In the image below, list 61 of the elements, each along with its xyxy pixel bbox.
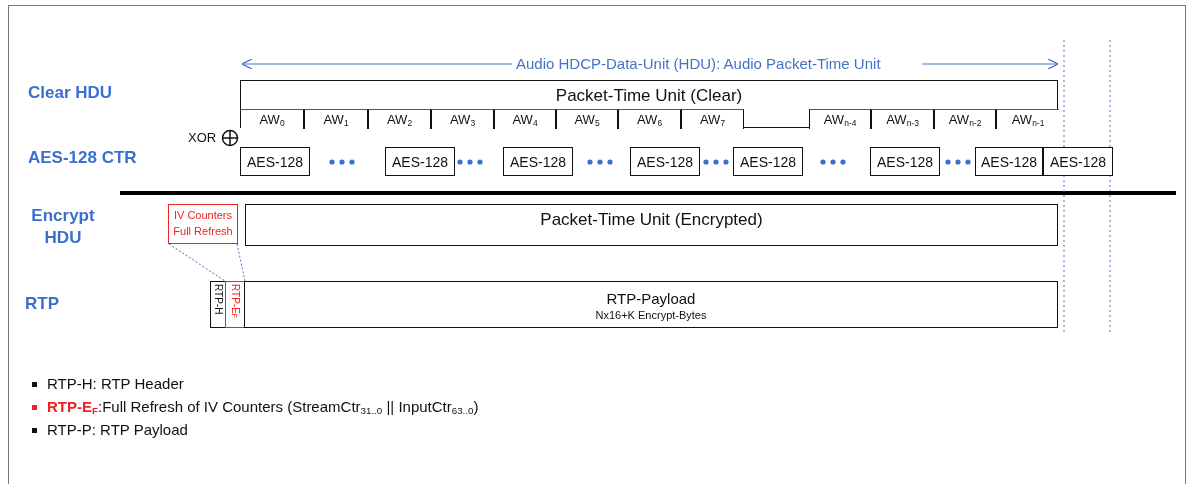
box-label: AW$_{7}$ [699, 111, 726, 128]
box-label: AES-128 [876, 153, 933, 170]
box-label: AES-128 [739, 153, 796, 170]
row-label: Encrypt HDU [30, 205, 96, 249]
aes-block-box [733, 147, 803, 176]
word-cell [368, 109, 431, 129]
aes-block-box [630, 147, 700, 176]
word-cell [618, 109, 681, 129]
packet-time-unit-box [245, 204, 1058, 246]
box-label: AW$_{n-2}$ [948, 111, 982, 128]
box-label: AW$_{5}$ [574, 111, 600, 128]
aes-block-box [240, 147, 310, 176]
box-label: AES-128 [391, 153, 448, 170]
box-label: AW$_{1}$ [323, 111, 349, 128]
box-label: AW$_{6}$ [636, 111, 663, 128]
legend-entry: RTP-H: RTP Header [47, 375, 184, 392]
legend-entry: RTP-E$_{F}$:Full Refresh of IV Counters (StreamCtr$_{31..0}$ || InputCtr$_{63..0}$) [47, 398, 479, 417]
header-field [210, 281, 226, 328]
dimension-label: Audio HDCP-Data-Unit (HDU): Audio Packet-Time Unit [516, 55, 881, 72]
row-label: AES-128 CTR [28, 148, 137, 168]
box-label: AW$_{n-4}$ [823, 111, 857, 128]
aes-block-box [870, 147, 940, 176]
box-label: AES-128 [509, 153, 566, 170]
box-label: AES-128 [1049, 153, 1106, 170]
box-label: AES-128 [246, 153, 303, 170]
word-cell [304, 109, 368, 129]
payload-box [244, 281, 1058, 328]
box-label: AES-128 [980, 153, 1037, 170]
box-label: AW$_{0}$ [259, 111, 285, 128]
aes-block-box [1043, 147, 1113, 176]
box-label: AW$_{n-3}$ [886, 111, 919, 128]
word-cell [556, 109, 618, 129]
encryption-field [225, 281, 245, 328]
box-label: AW$_{2}$ [386, 111, 413, 128]
word-cell [431, 109, 494, 129]
word-cell [809, 109, 871, 129]
packet-time-unit-box [240, 80, 1058, 128]
box-label: RTP-Payload [606, 290, 696, 307]
box-label: AW$_{4}$ [512, 111, 538, 128]
leader-line [168, 243, 226, 282]
aes-block-box [975, 147, 1043, 176]
operator-label: XOR [188, 130, 217, 145]
word-cell [871, 109, 934, 129]
leader-line [236, 243, 246, 282]
box-label: AES-128 [636, 153, 693, 170]
box-label: RTP-H [211, 284, 225, 315]
box-label: Packet-Time Unit (Clear) [555, 86, 743, 106]
word-cell [494, 109, 556, 129]
aes-block-box [503, 147, 573, 176]
word-cell [934, 109, 996, 129]
box-label: AW$_{3}$ [449, 111, 476, 128]
row-label: RTP [25, 294, 59, 314]
word-cell [241, 109, 304, 129]
legend-entry: RTP-P: RTP Payload [47, 421, 188, 438]
box-label: AW$_{n-1}$ [1011, 111, 1045, 128]
box-label: Packet-Time Unit (Encrypted) [540, 210, 763, 230]
row-label: Clear HDU [28, 83, 113, 103]
aes-block-box [385, 147, 455, 176]
size-note: Nx16+K Encrypt-Bytes [595, 309, 707, 321]
word-cell [681, 109, 744, 129]
box-label: IV Counters Full Refresh [172, 208, 234, 239]
